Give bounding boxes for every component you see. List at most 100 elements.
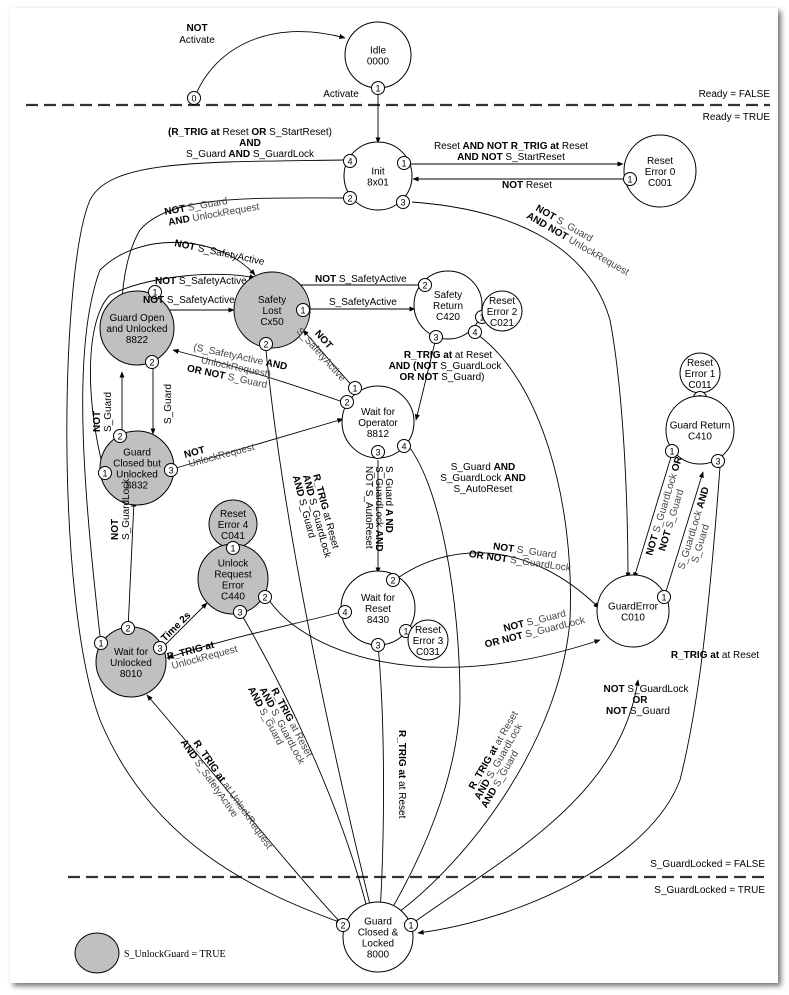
state-label-line: Unlocked (116, 470, 158, 481)
svg-text:S_GuardLock: S_GuardLock (121, 478, 132, 540)
port-circle (665, 444, 679, 458)
port-circle (340, 395, 354, 409)
port-number: 2 (117, 432, 122, 442)
port-number: 3 (400, 198, 405, 208)
state-label-line: Reset (415, 625, 441, 636)
port-circle (418, 278, 432, 292)
state-label-line: 8832 (126, 481, 149, 492)
state-label-line: 0000 (367, 57, 390, 68)
port-circle (397, 156, 411, 170)
edge-closed-locked-to-guard-error (412, 679, 640, 924)
label-auto-reset-2: S_GuardLock AND (440, 473, 526, 484)
region-guardlocked-true: S_GuardLocked = TRUE (654, 885, 765, 896)
label-closed-to-open: NOT S_Guard (92, 392, 114, 432)
state-label-line: Error 2 (487, 307, 518, 318)
edge-guard-return-to-guard-error (633, 456, 672, 579)
port-number: 1 (352, 384, 357, 394)
label-closed-locked-to-wait-unlocked: R_TRIG at at UnlockRequest AND S_SafetyA… (178, 738, 275, 852)
port-circle (296, 303, 310, 317)
state-label-line: C410 (688, 432, 712, 443)
port-number: 2 (262, 593, 267, 603)
state-label-line: Init (371, 167, 385, 178)
port-circle (258, 590, 272, 604)
state-label-line: Request (214, 570, 251, 581)
state-label-line: Return (433, 301, 463, 312)
port-circle (371, 638, 385, 652)
label-closed-locked-to-guard-error-3: NOT S_Guard (606, 706, 670, 717)
state-label-line: Cx50 (260, 317, 284, 328)
state-circle (665, 395, 735, 465)
svg-text:S_Guard: S_Guard (163, 384, 174, 424)
port-number: 1 (403, 627, 408, 637)
port-number: 2 (340, 921, 345, 931)
label-activate-2: Activate (323, 89, 359, 100)
state-label-line: Reset (220, 509, 246, 520)
transitions (66, 31, 721, 935)
port-circle (187, 91, 201, 105)
state-label-line: and Unlocked (106, 324, 167, 335)
label-return-to-wait-op-1: R_TRIG at at Reset (404, 350, 493, 361)
edge-guard-return-to-closed-locked (417, 466, 721, 935)
state-label-line: Error 4 (218, 520, 249, 531)
state-label-line: Safety (258, 295, 286, 306)
state-label-line: Wait for (114, 647, 149, 658)
state-label-line: Error 1 (685, 369, 716, 380)
label-reset-to-error0-line1: Reset AND NOT R_TRIG at Reset (434, 141, 588, 152)
port-number: 1 (408, 921, 413, 931)
state-label-line: Wait for (361, 407, 396, 418)
label-return-to-wait-op-3: OR NOT S_Guard) (399, 372, 484, 383)
state-label-line: Lost (263, 306, 282, 317)
state-label-line: Error (222, 581, 245, 592)
edge-wait-reset-to-closed-locked (377, 644, 384, 914)
edge-closed-unlocked-to-safety-lost (90, 273, 256, 472)
state-label-line: C021 (490, 318, 514, 329)
label-safety-return-to-closed-locked: R_TRIG at at Reset AND S_GuardLock AND S… (467, 709, 525, 810)
state-label-line: C420 (436, 312, 460, 323)
region-ready-false: Ready = FALSE (699, 89, 771, 100)
edge-wait-reset-to-wait-unlocked (166, 611, 343, 659)
state-label-line: Locked (362, 939, 394, 950)
label-lost-to-closed-locked: R_TRIG at Reset AND S_GuardLock AND S_Gu… (290, 473, 341, 560)
svg-text:NOT S_SafetyActive: NOT S_SafetyActive (173, 238, 265, 268)
port-number: 2 (263, 340, 268, 350)
diagram-page: Ready = FALSE Ready = TRUE S_GuardLocked… (10, 8, 778, 983)
state-label-line: GuardError (608, 602, 659, 613)
state-label-line: Guard (123, 448, 151, 459)
state-circle (623, 134, 697, 208)
svg-text:NOT: NOT (110, 519, 121, 540)
edge-init-to-guard-open (118, 197, 344, 318)
legend-label: S_UnlockGuard = TRUE (124, 949, 226, 960)
port-circle (348, 381, 362, 395)
port-circle (468, 325, 482, 339)
edge-closed-locked-to-wait-unlocked (146, 694, 344, 926)
port-circle (386, 573, 400, 587)
state-label-line: Error 0 (645, 167, 676, 178)
label-not: NOT (186, 23, 207, 34)
label-return-to-wait-op-2: AND (NOT S_GuardLock (389, 361, 503, 372)
edge-wait-reset-to-guard-error (394, 552, 600, 609)
svg-text:R_TRIG at at Reset: R_TRIG at at Reset (396, 730, 407, 819)
state-label-line: Reset (489, 296, 515, 307)
port-number: 3 (715, 457, 720, 467)
label-wait-reset-to-closed-locked: R_TRIG at at Reset (396, 730, 407, 819)
port-circle (226, 541, 240, 555)
label-init-2: NOT S_Guard AND UnlockRequest (164, 196, 261, 228)
label-init-4-line2: AND (239, 138, 261, 149)
port-circle (164, 463, 178, 477)
state-label-line: 8812 (367, 429, 390, 440)
region-ready-true: Ready = TRUE (703, 112, 771, 123)
svg-text:NOT: NOT (92, 411, 103, 432)
label-return-to-lost: NOT S_SafetyActive (315, 274, 407, 285)
port-circle (657, 590, 671, 604)
port-number: 3 (237, 608, 242, 618)
state-circle (481, 290, 523, 332)
svg-text:S_Guard A ND: S_Guard A ND (383, 466, 394, 533)
